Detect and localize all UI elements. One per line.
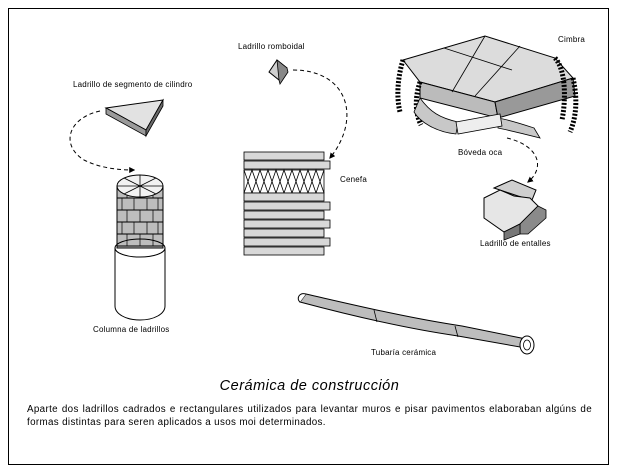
label-columna: Columna de ladrillos [93,325,170,334]
label-ladrillo-segmento: Ladrillo de segmento de cilindro [73,80,193,89]
label-tubaria: Tubaría cerámica [371,348,437,357]
label-cimbra: Cimbra [558,35,585,44]
label-cenefa: Cenefa [340,175,367,184]
arrow-vault-to-entalles [506,137,538,183]
arrow-romboidal-to-cenefa [292,69,348,159]
caption-text: Aparte dos ladrillos cadrados e rectangu… [27,404,592,428]
arrow-segment-to-column [69,110,136,173]
label-ladrillo-romboidal: Ladrillo romboidal [238,42,305,51]
label-ladrillo-entalles: Ladrillo de entalles [480,239,551,248]
frieze-wall [243,151,331,256]
vault-arch [395,35,579,139]
figure-frame [8,8,609,465]
notched-brick [483,179,547,241]
cylinder-segment-brick [104,98,164,138]
label-boveda-oca: Bóveda oca [458,148,503,157]
brick-column [114,174,166,321]
caption-title: Cerámica de construcción [219,378,400,394]
ceramic-pipe [297,293,535,355]
rhomboid-brick [268,59,289,85]
